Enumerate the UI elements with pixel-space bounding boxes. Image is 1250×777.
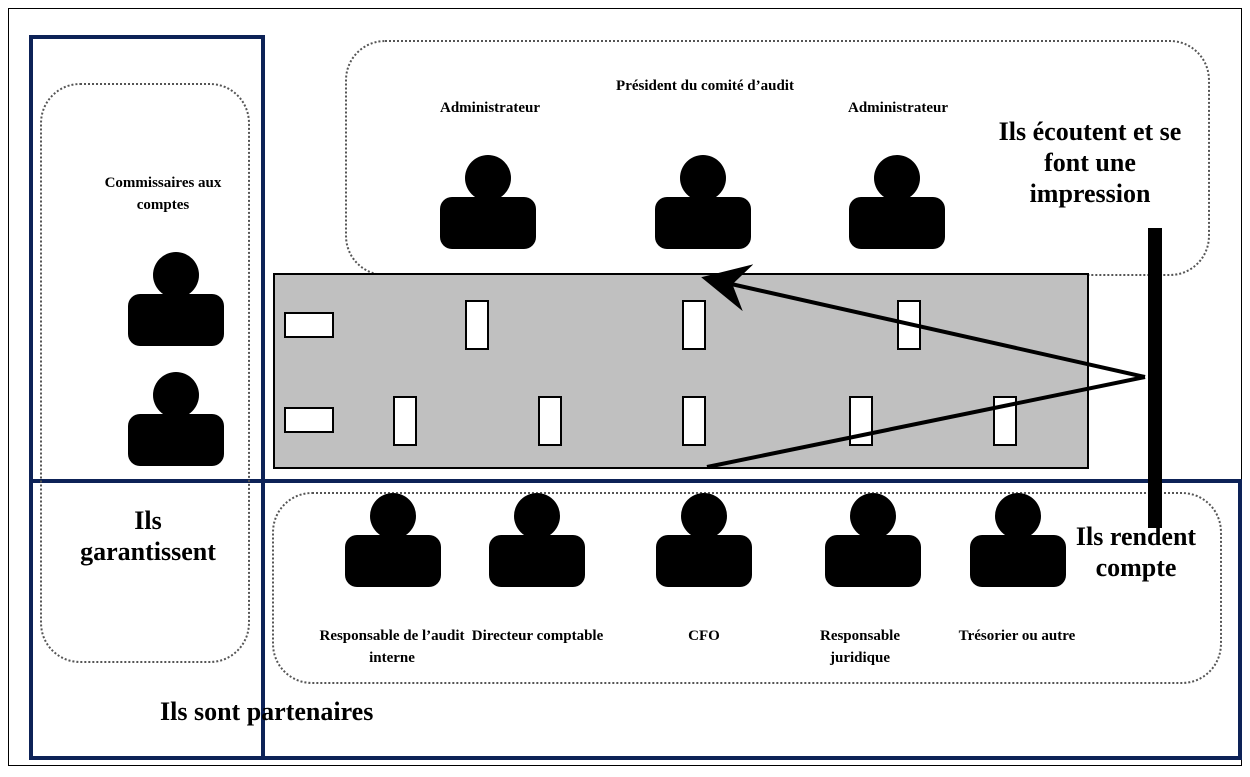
label-commissaires: Commissaires aux comptes: [104, 175, 222, 213]
person-icon: [656, 493, 752, 593]
label-resp-juridique: Responsable juridique: [819, 628, 901, 666]
table-section-frame: [261, 35, 265, 483]
outer-frame: [8, 8, 1242, 766]
table-section-bottom-line: [261, 479, 1241, 483]
caption-ils-ecoutent: Ils écoutent et se font une impression: [998, 117, 1182, 208]
seat: [284, 312, 334, 338]
caption-ils-rendent: Ils rendent compte: [1075, 522, 1197, 582]
label-resp-audit: Responsable de l’audit interne: [319, 628, 465, 666]
seat: [393, 396, 417, 446]
seat: [465, 300, 489, 350]
label-tresorier: Trésorier ou autre: [958, 628, 1076, 644]
caption-ils-sont-partenaires: Ils sont partenaires: [160, 697, 374, 726]
label-cfo: CFO: [688, 628, 720, 644]
person-icon: [849, 155, 945, 255]
person-icon: [440, 155, 536, 255]
report-line: [706, 375, 1146, 469]
label-dir-comptable: Directeur comptable: [471, 628, 604, 644]
person-icon: [128, 372, 224, 472]
management-group: [272, 492, 1222, 684]
seat: [682, 396, 706, 446]
caption-ils-garantissent: Ils garantissent: [80, 506, 216, 566]
auditors-group: [40, 83, 250, 663]
seat: [284, 407, 334, 433]
listen-arrow: [701, 264, 1146, 379]
label-administrateur-right: Administrateur: [848, 100, 948, 116]
label-president: Président du comité d’audit: [616, 78, 794, 94]
person-icon: [128, 252, 224, 352]
seat: [538, 396, 562, 446]
person-icon: [825, 493, 921, 593]
label-administrateur-left: Administrateur: [440, 100, 540, 116]
person-icon: [489, 493, 585, 593]
person-icon: [655, 155, 751, 255]
person-icon: [345, 493, 441, 593]
person-icon: [970, 493, 1066, 593]
